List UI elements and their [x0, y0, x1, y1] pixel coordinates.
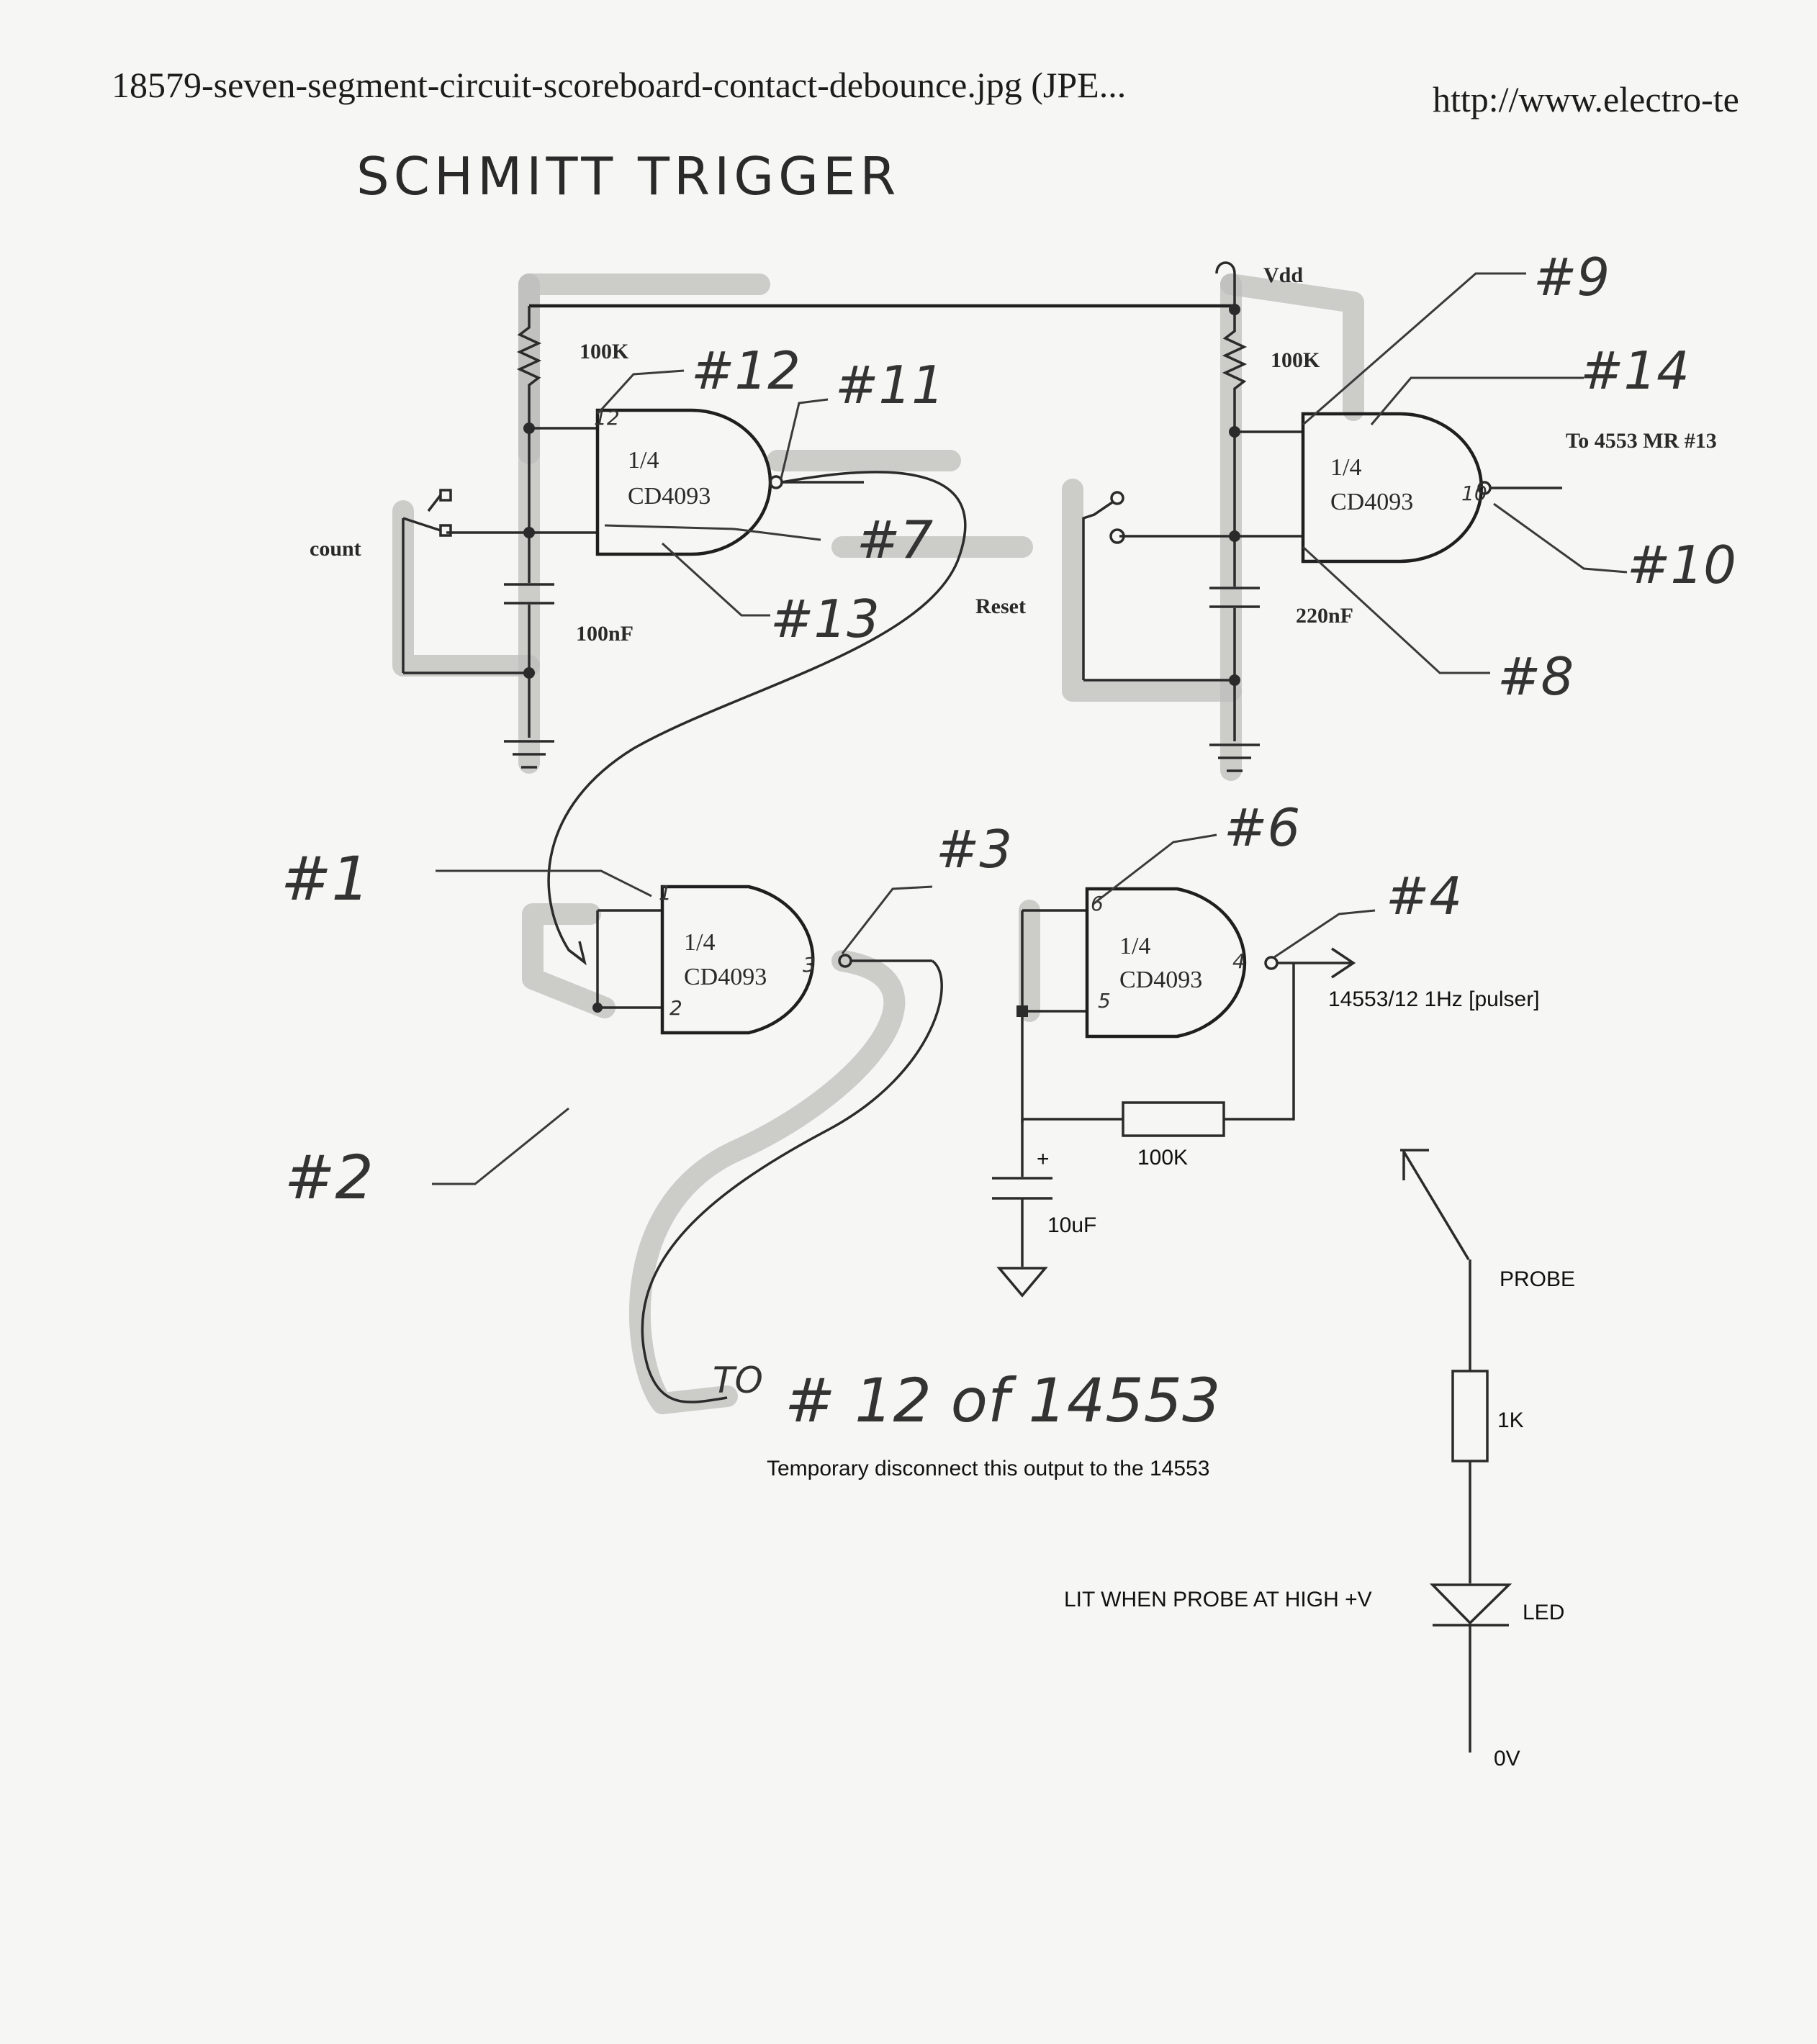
- reset-debounce-circuit: [1082, 304, 1562, 772]
- annotation-13: #13: [770, 589, 880, 649]
- annotation-9: #9: [1533, 247, 1610, 307]
- resistor-1-label: 100K: [580, 340, 629, 363]
- probe-label: PROBE: [1500, 1267, 1575, 1291]
- gate-3-circuit: [592, 885, 932, 1035]
- led-label: LED: [1523, 1601, 1564, 1624]
- pin-1: 1: [659, 881, 672, 905]
- to-4553-label: To 4553 MR #13: [1566, 429, 1717, 453]
- annotation-to-target: # 12 of 14553: [785, 1365, 1221, 1436]
- vdd-label: Vdd: [1263, 263, 1303, 287]
- capacitor-1-label: 100nF: [576, 622, 634, 646]
- annotation-1: #1: [281, 844, 370, 914]
- annotation-4: #4: [1386, 866, 1462, 926]
- logic-probe: [1400, 1149, 1512, 1753]
- header-url: http://www.electro-te: [1433, 79, 1739, 119]
- highlight-traces: [392, 273, 1364, 1414]
- gate-3-chip: CD4093: [684, 964, 767, 990]
- capacitor-plus: +: [1037, 1147, 1050, 1171]
- ground-label: 0V: [1494, 1747, 1520, 1771]
- header-filename: 18579-seven-segment-circuit-scoreboard-c…: [112, 65, 1126, 105]
- pulser-label: 14553/12 1Hz [pulser]: [1328, 987, 1540, 1011]
- annotation-8: #8: [1497, 646, 1574, 707]
- annotation-3: #3: [936, 819, 1012, 879]
- annotation-12: #12: [691, 340, 801, 401]
- hand-drawn-wires: [547, 471, 967, 1403]
- page-title: SCHMITT TRIGGER: [356, 146, 900, 207]
- annotation-11: #11: [835, 355, 944, 415]
- gate-4-fraction: 1/4: [1119, 933, 1150, 959]
- annotation-7: #7: [857, 510, 933, 570]
- gate-1-chip: CD4093: [628, 483, 711, 510]
- pin-10: 10: [1461, 481, 1487, 505]
- resistor-2-label: 100K: [1271, 348, 1320, 372]
- pin-3: 3: [803, 953, 816, 977]
- pulser-circuit: [992, 887, 1356, 1298]
- capacitor-3-label: 10uF: [1047, 1213, 1096, 1237]
- gate-1-fraction: 1/4: [628, 447, 659, 474]
- pin-12: 12: [594, 406, 620, 430]
- reset-label: Reset: [975, 594, 1026, 618]
- pin-5: 5: [1098, 989, 1111, 1013]
- count-label: count: [310, 537, 361, 561]
- resistor-4-label: 1K: [1497, 1408, 1524, 1432]
- annotation-2: #2: [284, 1142, 374, 1213]
- gate-2-fraction: 1/4: [1330, 454, 1361, 481]
- pin-2: 2: [669, 996, 682, 1020]
- led-note: LIT WHEN PROBE AT HIGH +V: [1064, 1588, 1372, 1611]
- resistor-3-label: 100K: [1137, 1146, 1188, 1170]
- disconnect-note: Temporary disconnect this output to the …: [767, 1457, 1209, 1480]
- pin-annotations: [432, 272, 1628, 1185]
- pin-6: 6: [1091, 892, 1104, 915]
- annotation-to: TO: [713, 1360, 763, 1401]
- annotation-14: #14: [1580, 340, 1690, 401]
- annotation-6: #6: [1224, 797, 1300, 858]
- gate-4-chip: CD4093: [1119, 967, 1202, 993]
- gate-3-fraction: 1/4: [684, 929, 715, 956]
- capacitor-2-label: 220nF: [1296, 604, 1353, 628]
- pin-4: 4: [1232, 949, 1245, 973]
- gate-2-chip: CD4093: [1330, 489, 1413, 515]
- count-debounce-circuit: [402, 261, 1236, 769]
- annotation-10: #10: [1627, 535, 1736, 595]
